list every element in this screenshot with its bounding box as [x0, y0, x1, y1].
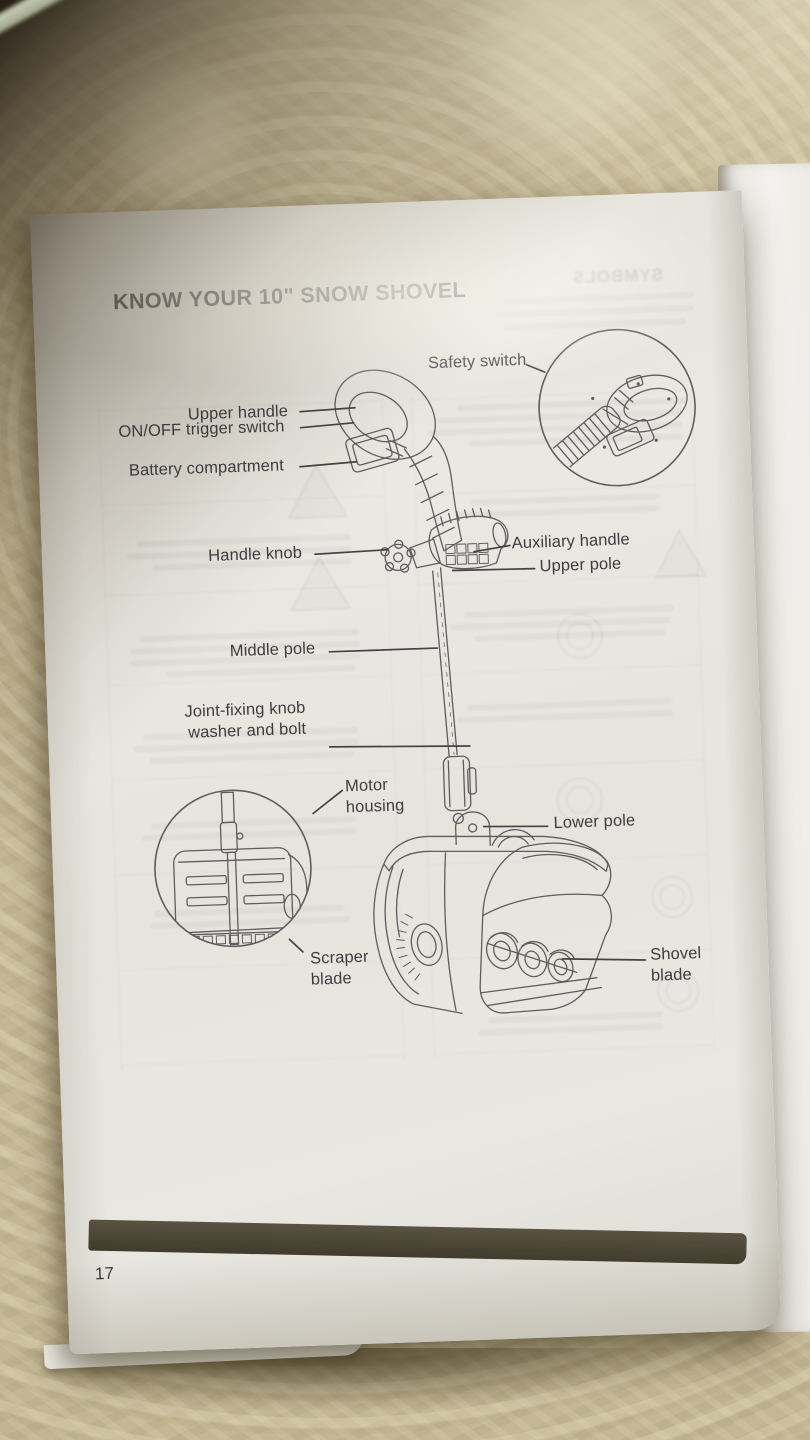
- label-text: blade: [310, 969, 353, 989]
- label-text: housing: [345, 796, 405, 817]
- label-scraper-blade: Scraper blade: [310, 945, 421, 991]
- label-text: blade: [650, 965, 693, 985]
- label-joint-fixing-knob: Joint-fixing knob washer and bolt: [125, 698, 306, 746]
- inset-scraper-blade-detail: [154, 789, 312, 949]
- label-motor-housing: Motor housing: [345, 773, 456, 819]
- page-number: 17: [94, 1263, 115, 1284]
- manual-page: SYMBOLS KNOW YOUR 10" SNOW SHOVEL: [30, 190, 782, 1355]
- snow-shovel-drawing: [334, 369, 612, 1015]
- inset-safety-switch-detail: [538, 328, 696, 487]
- label-shovel-blade: Shovel blade: [650, 941, 761, 987]
